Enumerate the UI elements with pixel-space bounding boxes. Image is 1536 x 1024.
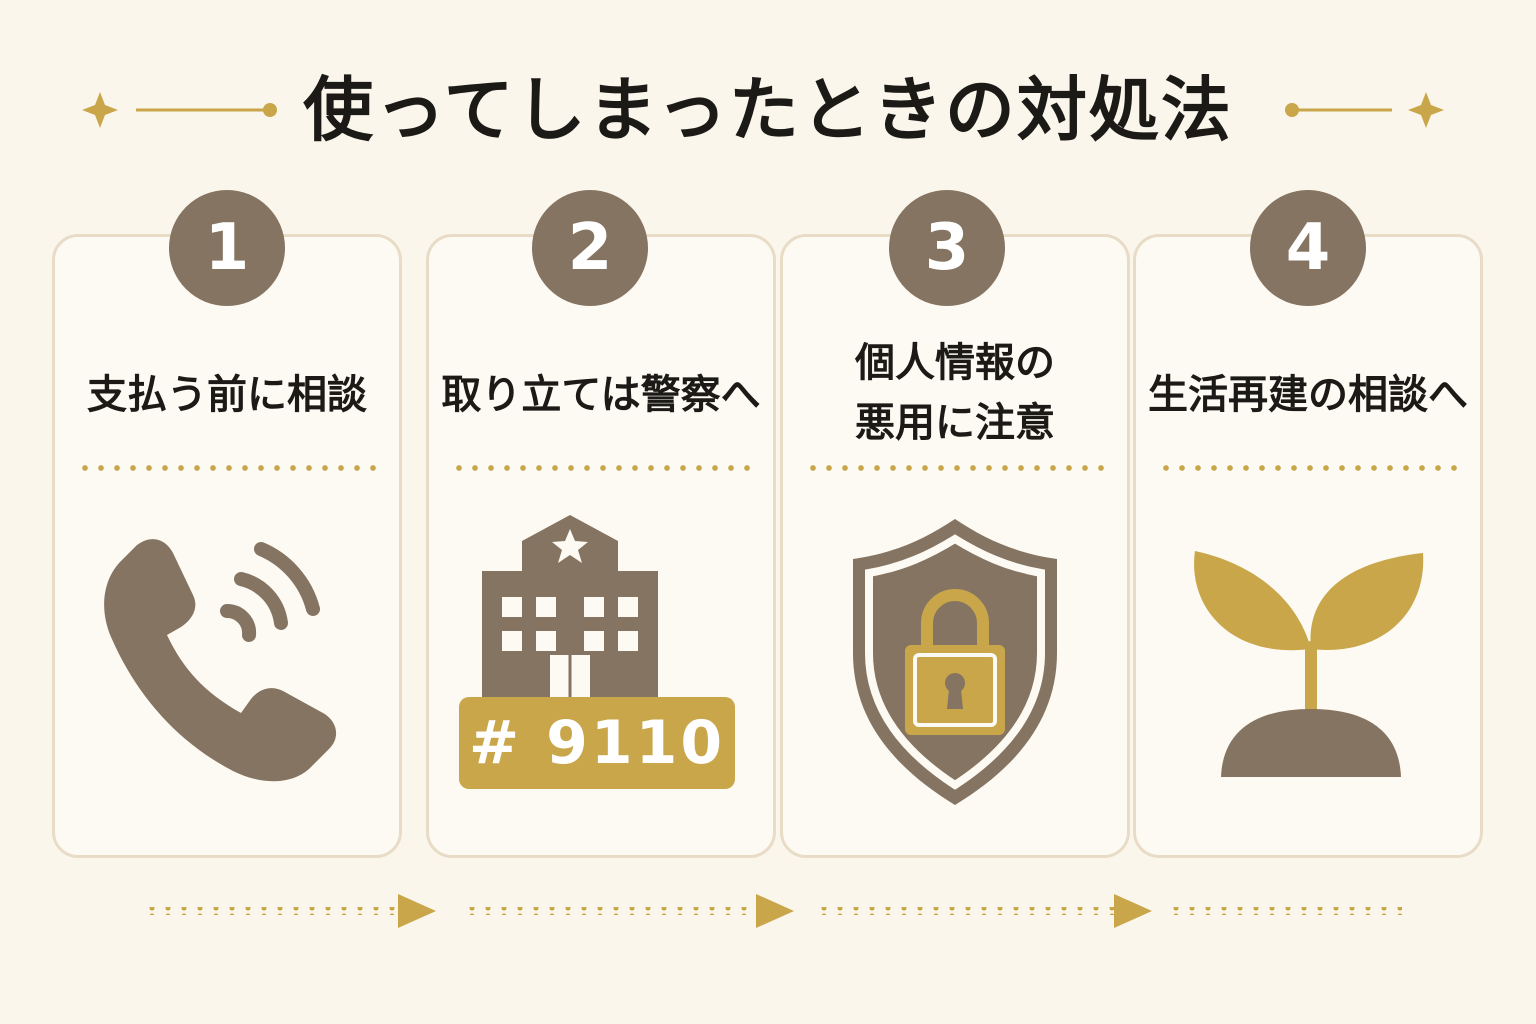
step-label-1: 支払う前に相談 (87, 372, 367, 418)
shield-lock-icon (853, 519, 1057, 805)
step-label-4: 生活再建の相談へ (1148, 372, 1468, 418)
step-badge-3: 3 (889, 190, 1005, 306)
phone-icon (104, 539, 337, 782)
title-decoration-right (1285, 92, 1444, 128)
step-label-3-line1: 個人情報の (855, 340, 1055, 386)
divider-dots (451, 465, 751, 471)
step-card-1: 支払う前に相談 (52, 234, 402, 858)
divider-dots (805, 465, 1105, 471)
step-card-3: 個人情報の 悪用に注意 (780, 234, 1130, 858)
hotline-number-badge: # 9110 (459, 697, 735, 789)
step-label-2: 取り立ては警察へ (441, 372, 761, 418)
divider-dots (77, 465, 377, 471)
step-label-3-line2: 悪用に注意 (855, 400, 1055, 446)
police-station-icon (482, 515, 658, 697)
step-card-2: 取り立ては警察へ # 9110 (426, 234, 776, 858)
title-decoration-left (82, 92, 277, 128)
sprout-icon (1194, 551, 1424, 777)
flow-arrows (148, 894, 1402, 928)
page-title: 使ってしまったときの対処法 (303, 69, 1233, 151)
arrow-right-icon (756, 894, 794, 928)
step-badge-4: 4 (1250, 190, 1366, 306)
divider-dots (1158, 465, 1458, 471)
arrow-right-icon (1114, 894, 1152, 928)
step-badge-1: 1 (169, 190, 285, 306)
step-badge-2: 2 (532, 190, 648, 306)
arrow-right-icon (398, 894, 436, 928)
step-card-4: 生活再建の相談へ (1133, 234, 1483, 858)
title-area: 使ってしまったときの対処法 (0, 58, 1536, 168)
